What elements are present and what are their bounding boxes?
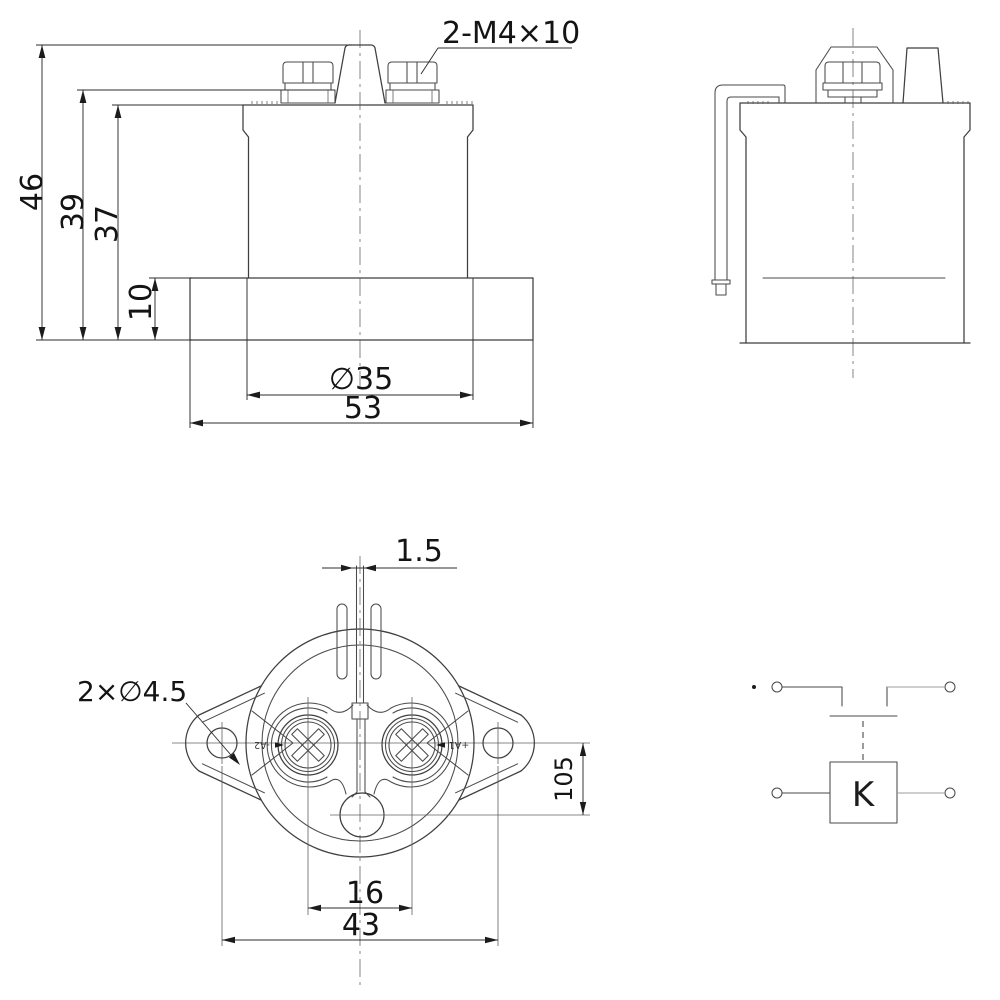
coil-label: K	[852, 775, 876, 815]
dim-37: 37	[90, 104, 243, 340]
dim-10-label: 10	[124, 283, 159, 321]
side-bolt	[822, 61, 883, 104]
terminal-circle-bottom-right	[944, 787, 956, 799]
dim-105-label: 105	[550, 756, 578, 802]
dim-39: 39	[56, 89, 335, 340]
dim-dia35: ∅35	[246, 278, 474, 400]
callout-thread: 2-M4×10	[420, 16, 580, 75]
terminal-circle-top-right	[944, 681, 956, 693]
front-bolt-left	[280, 61, 336, 104]
side-terminal-bracket	[815, 46, 894, 104]
dim-53: 53	[189, 340, 534, 428]
dim-39-label: 39	[56, 193, 91, 231]
front-flange-outline	[189, 277, 534, 341]
dim-37-label: 37	[90, 205, 125, 243]
bottom-view: -A2 +A1 1.5	[77, 534, 590, 985]
dim-dia35-label: ∅35	[329, 362, 393, 397]
dim-1-5: 1.5	[322, 534, 457, 572]
bottom-wing-right	[426, 685, 535, 801]
bottom-inner-circle	[261, 644, 459, 842]
circuit-schematic: K	[752, 681, 956, 824]
bottom-screw-right	[381, 697, 443, 915]
dim-16-label: 16	[346, 876, 384, 911]
front-view: 46 39 37 10	[15, 16, 580, 428]
front-center-post	[334, 44, 386, 104]
dim-46: 46	[15, 44, 352, 340]
callout-mounting-holes-label: 2×∅4.5	[77, 675, 187, 708]
bottom-screw-left	[277, 697, 339, 915]
bottom-outer-circle	[245, 628, 475, 858]
bottom-center-blade	[351, 565, 371, 798]
callout-mounting-holes: 2×∅4.5	[77, 675, 240, 765]
side-view	[711, 28, 971, 378]
terminal-label-positive: +A1	[436, 739, 469, 750]
callout-thread-label: 2-M4×10	[442, 16, 580, 51]
dim-1-5-label: 1.5	[395, 534, 443, 569]
dim-16: 16	[308, 876, 412, 912]
side-case-outline	[739, 101, 971, 344]
schematic-dot	[752, 685, 756, 689]
dim-53-label: 53	[344, 391, 382, 426]
svg-text:-A2: -A2	[254, 739, 270, 750]
svg-text:+A1: +A1	[449, 739, 470, 750]
terminal-circle-bottom-left	[771, 787, 783, 799]
side-lead-wire	[711, 84, 786, 296]
front-case-outline	[242, 101, 474, 279]
dim-43-label: 43	[342, 908, 380, 943]
terminal-label-negative: -A2	[254, 739, 284, 750]
front-bolt-right	[385, 61, 440, 104]
dim-43: 43	[221, 766, 499, 946]
bottom-boss-outline	[266, 702, 454, 795]
dim-10: 10	[36, 277, 192, 341]
side-post	[902, 47, 944, 104]
bottom-coil-leads	[336, 603, 382, 680]
bottom-wing-left	[185, 685, 294, 801]
schematic-coil: K	[781, 761, 945, 824]
terminal-circle-top-left	[771, 681, 783, 693]
schematic-contacts	[781, 686, 945, 760]
dim-46-label: 46	[15, 173, 50, 211]
dim-105: 105	[550, 743, 587, 815]
